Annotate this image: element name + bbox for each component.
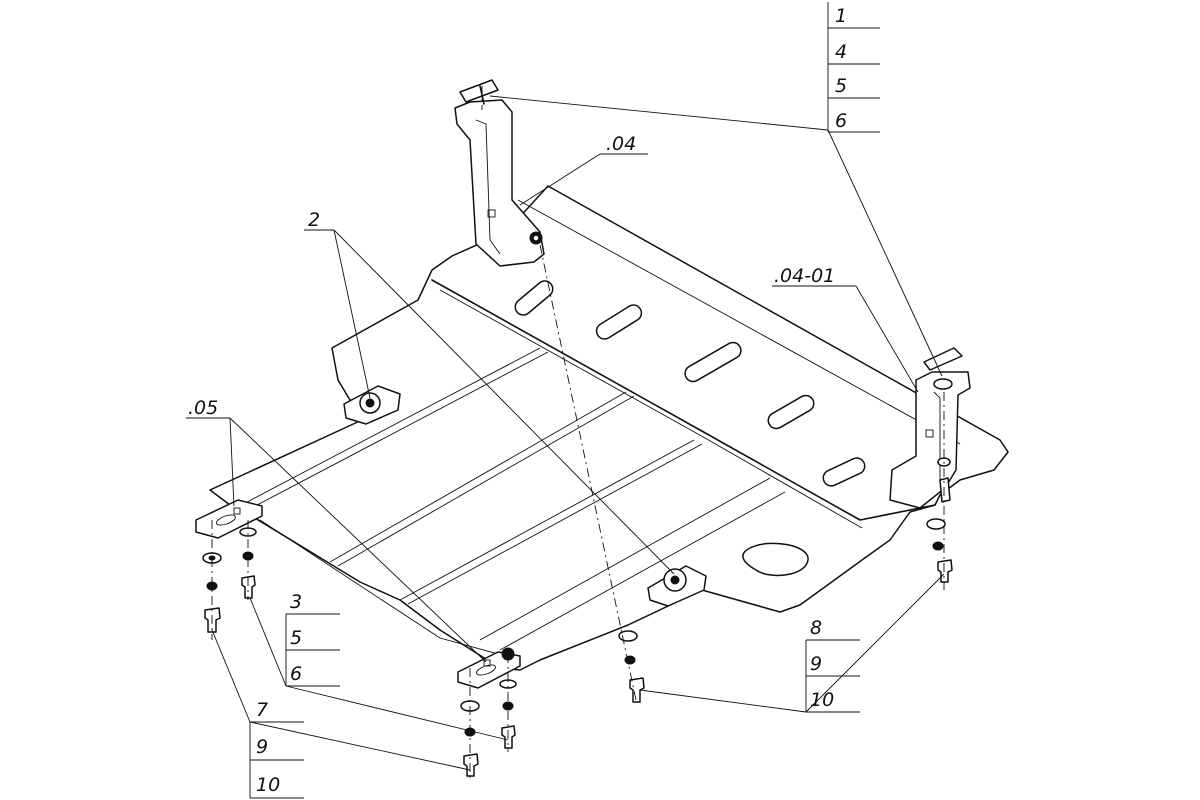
label-5b: 5	[290, 627, 302, 649]
label-6: 6	[835, 110, 847, 132]
label-9b: 9	[810, 653, 822, 675]
label-stack-1-4-5-6: 1 4 5 6	[827, 2, 880, 133]
fastener-set-left-2	[239, 527, 257, 599]
bracket-left	[454, 79, 545, 267]
label-7: 7	[256, 699, 268, 721]
bracket-right	[889, 347, 971, 509]
label-stack-7-9-10: 7 9 10	[249, 699, 304, 799]
tab-front-left	[195, 499, 263, 539]
label-04: .04	[606, 133, 636, 155]
leader-lines	[186, 95, 945, 771]
skid-plate	[209, 185, 1009, 671]
label-04-01: .04-01	[774, 265, 835, 287]
fastener-set-mid-right	[618, 630, 645, 703]
mount-pad-left	[343, 385, 401, 425]
label-5: 5	[835, 75, 847, 97]
slot	[684, 341, 742, 383]
label-1: 1	[835, 5, 847, 27]
label-9: 9	[256, 736, 268, 758]
label-6b: 6	[290, 663, 302, 685]
label-10b: 10	[810, 689, 834, 711]
drain-hole	[742, 542, 809, 577]
label-10: 10	[256, 774, 280, 796]
slot	[822, 457, 866, 487]
slot	[767, 394, 815, 430]
label-05: .05	[188, 397, 218, 419]
label-stack-3-5-6: 3 5 6	[285, 591, 340, 687]
ventilation-slots	[514, 280, 866, 577]
label-4: 4	[835, 41, 847, 63]
fastener-set-right	[926, 457, 953, 583]
mount-pad-right	[647, 565, 707, 607]
label-3: 3	[290, 591, 302, 613]
label-2: 2	[308, 209, 320, 231]
tab-front-center	[457, 647, 521, 689]
axis-lines	[211, 86, 945, 780]
slot	[595, 304, 643, 340]
label-stack-8-9-10: 8 9 10	[805, 617, 860, 713]
slot	[514, 280, 554, 316]
label-8: 8	[810, 617, 822, 639]
